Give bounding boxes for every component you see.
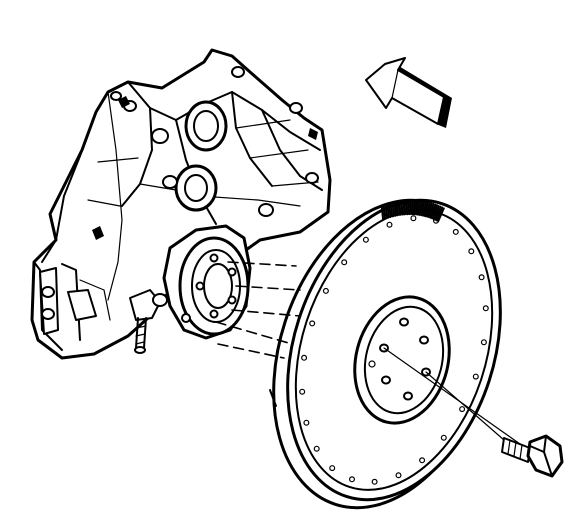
rim-hole (309, 320, 316, 327)
ring-gear-tooth (404, 199, 409, 216)
ring-gear-tooth (403, 199, 407, 216)
rim-hole (349, 476, 356, 483)
ring-gear-tooth (426, 202, 433, 218)
ring-gear-tooth (437, 207, 445, 223)
rim-hole (410, 215, 417, 222)
rim-hole (459, 406, 466, 413)
rim-hole (362, 236, 369, 243)
ring-gear-tooth (415, 199, 420, 216)
ring-gear-tooth (413, 199, 418, 216)
ring-gear-tooth (399, 199, 403, 216)
ring-gear-tooth (382, 204, 386, 220)
ring-gear-tooth (398, 200, 401, 216)
rim-hole (452, 228, 459, 235)
rim-hole (419, 457, 426, 464)
rim-hole (478, 274, 485, 281)
rim-hole (329, 465, 336, 472)
ring-gear-tooth (431, 204, 438, 220)
rim-hole (303, 419, 310, 426)
ring-gear-tooth (424, 201, 431, 218)
ring-gear-tooth (384, 203, 388, 220)
ring-gear-tooth (408, 199, 413, 216)
ring-gear-tooth (420, 200, 426, 217)
ring-gear (380, 199, 445, 223)
rim-hole (371, 478, 378, 485)
rim-hole (395, 472, 402, 479)
ring-gear-tooth (428, 203, 435, 219)
ring-gear-tooth (418, 200, 424, 216)
ring-gear-tooth (411, 199, 416, 216)
ring-gear-tooth (421, 201, 428, 217)
rim-hole (313, 445, 320, 452)
ring-gear-tooth (434, 205, 442, 221)
ring-gear-tooth (423, 201, 430, 217)
alignment-lines (215, 261, 521, 445)
rim-hole (440, 434, 447, 441)
ring-gear-tooth (406, 199, 411, 216)
ring-gear-tooth (386, 202, 390, 219)
rim-hole (472, 373, 479, 380)
rim-hole (299, 388, 306, 395)
ring-gear-tooth (388, 202, 392, 218)
ring-gear-tooth (401, 199, 405, 216)
rim-hole (480, 339, 487, 346)
direction-arrow (365, 57, 452, 128)
ring-gear-tooth (432, 205, 440, 220)
rim-hole (322, 287, 329, 294)
flywheel-bolt (501, 434, 564, 478)
engine-block (30, 48, 332, 360)
flywheel-rim-holes (299, 215, 489, 485)
rim-hole (386, 221, 393, 228)
crankshaft-flange (129, 224, 252, 354)
ring-gear-tooth (410, 199, 415, 216)
ring-gear-tooth (435, 206, 444, 222)
ring-gear-tooth (429, 203, 437, 219)
rim-hole (482, 305, 489, 312)
rim-hole (301, 354, 308, 361)
ring-gear-tooth (380, 204, 385, 221)
rim-hole (341, 259, 348, 266)
ring-gear-tooth (416, 200, 422, 216)
rim-hole (468, 248, 475, 255)
